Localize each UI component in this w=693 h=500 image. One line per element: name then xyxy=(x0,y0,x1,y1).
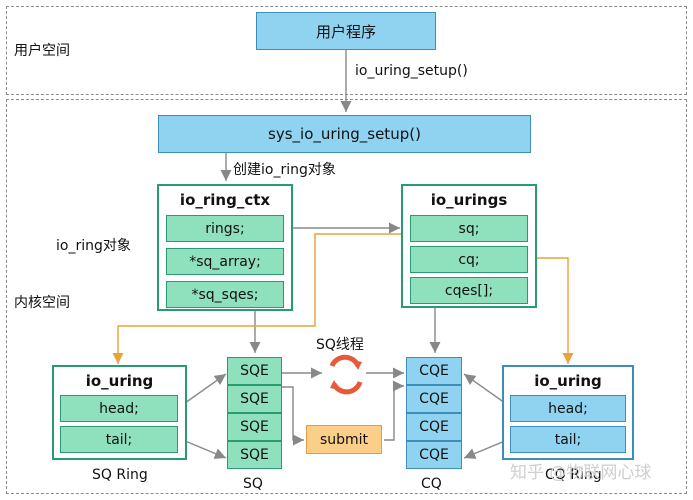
cqe-item: CQE xyxy=(406,385,462,413)
sq-caption: SQ xyxy=(243,476,263,492)
ctx-field-sq-sqes: *sq_sqes; xyxy=(166,281,284,308)
io-ring-object-label: io_ring对象 xyxy=(56,238,131,254)
arrow-sq-ring xyxy=(112,233,408,364)
sq-ring-tail: tail; xyxy=(60,426,178,453)
urings-field-cqes: cqes[]; xyxy=(410,277,528,304)
sqe-item: SQE xyxy=(227,385,282,413)
watermark: 知乎 @物联网心球 xyxy=(510,463,652,483)
submit-box: submit xyxy=(306,425,382,454)
urings-field-cq: cq; xyxy=(410,246,528,273)
cq-ring-tail: tail; xyxy=(510,426,626,453)
cq-caption: CQ xyxy=(421,476,442,492)
sqe-item: SQE xyxy=(227,441,282,469)
sqe-item: SQE xyxy=(227,413,282,441)
io-urings-title: io_urings xyxy=(430,191,508,209)
cq-ring-head: head; xyxy=(510,395,626,422)
user-space-label: 用户空间 xyxy=(14,43,70,59)
cq-ring-caption: CQ Ring xyxy=(545,467,602,483)
sq-ring-head: head; xyxy=(60,395,178,422)
sq-ring-caption: SQ Ring xyxy=(92,467,148,483)
setup-syscall-label: io_uring_setup() xyxy=(355,63,468,79)
cqe-item: CQE xyxy=(406,441,462,469)
urings-field-sq: sq; xyxy=(410,215,528,242)
io-ring-ctx-title: io_ring_ctx xyxy=(179,191,271,209)
arrow-sqe-submit xyxy=(282,386,304,446)
arrow-cq-ring xyxy=(527,257,574,364)
sq-thread-label: SQ线程 xyxy=(316,337,364,353)
sys-setup-box: sys_io_uring_setup() xyxy=(158,115,531,153)
cqe-item: CQE xyxy=(406,357,462,385)
ctx-field-rings: rings; xyxy=(166,215,284,242)
arrow-submit-cqe xyxy=(384,380,404,441)
ctx-field-sq-array: *sq_array; xyxy=(166,248,284,275)
cq-ring-title: io_uring xyxy=(534,372,602,390)
cqe-item: CQE xyxy=(406,413,462,441)
create-io-ring-label: 创建io_ring对象 xyxy=(233,162,336,178)
sq-ring-title: io_uring xyxy=(85,372,154,390)
cycle-icon xyxy=(329,354,363,395)
kernel-space-label: 内核空间 xyxy=(14,295,70,311)
sqe-item: SQE xyxy=(227,357,282,385)
user-program-box: 用户程序 xyxy=(256,12,436,50)
